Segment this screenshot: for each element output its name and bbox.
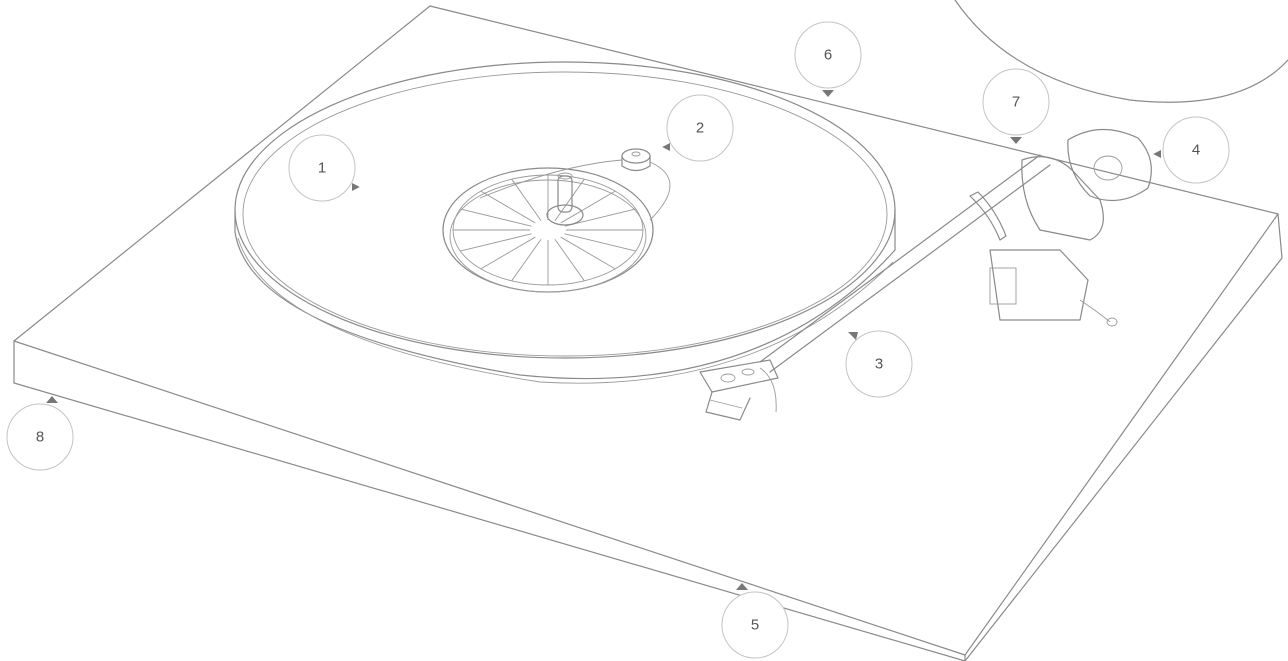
hub-spoke (480, 236, 536, 270)
callout-circle (666, 94, 734, 162)
headshell (699, 359, 779, 393)
platter-top (234, 61, 896, 359)
platter-rim (234, 209, 896, 380)
callout-pointer-icon (822, 90, 834, 97)
callout-pointer-icon (1010, 137, 1022, 144)
signal-cable (1079, 299, 1111, 323)
callout-pointer-icon (848, 332, 858, 340)
callout-number: 2 (696, 120, 704, 137)
spindle-base (546, 204, 584, 226)
platter-rim-bottom (237, 237, 894, 384)
callout-number: 1 (318, 160, 326, 177)
arm-rest (969, 191, 1007, 241)
callout-number: 7 (1012, 94, 1020, 111)
callout-marker-1[interactable]: 1 (288, 134, 360, 202)
callout-pointer-icon (46, 396, 58, 403)
sub-platter-spokes (453, 175, 643, 285)
tonearm (699, 128, 1152, 421)
callout-pointer-icon (736, 583, 748, 590)
hub-spoke (480, 190, 536, 224)
counterweight (1067, 128, 1152, 202)
hub-spoke (560, 190, 616, 224)
callout-number: 4 (1192, 142, 1200, 159)
callout-marker-2[interactable]: 2 (662, 94, 734, 162)
hub-spoke (554, 178, 585, 222)
callout-number: 6 (824, 47, 832, 64)
pivot-housing (1021, 156, 1104, 241)
callout-marker-3[interactable]: 3 (845, 330, 913, 398)
arm-base (989, 249, 1089, 321)
hub-spoke (560, 236, 616, 270)
callout-circle (845, 330, 913, 398)
hub-spoke (511, 178, 542, 222)
motor-pulley (479, 148, 671, 221)
hub-spoke (511, 238, 542, 282)
plinth (13, 5, 1283, 661)
hub-spoke (554, 238, 585, 282)
callout-marker-8[interactable]: 8 (6, 396, 74, 471)
callout-number: 5 (751, 617, 759, 634)
callout-pointer-icon (662, 143, 670, 151)
cartridge (705, 391, 751, 421)
hub-spoke (460, 233, 532, 252)
plinth-front-right-face (964, 213, 1283, 661)
platter-top-inner (242, 71, 888, 357)
callout-pointer-icon (1153, 150, 1161, 158)
tonearm-tube (759, 154, 1051, 373)
hub-spoke (564, 233, 636, 252)
callout-circle (794, 21, 862, 89)
plinth-front-left-face (13, 340, 966, 661)
dust-cover-outline (954, 0, 1288, 103)
drive-belt (479, 159, 671, 221)
callout-number: 3 (875, 356, 883, 373)
hub-spoke (460, 208, 532, 227)
callouts: 1 2 3 4 5 6 7 8 (6, 21, 1230, 659)
platter (234, 61, 896, 384)
callout-number: 8 (36, 429, 44, 446)
callout-circle (721, 591, 789, 659)
callout-circle (1162, 116, 1230, 184)
callout-marker-5[interactable]: 5 (721, 583, 789, 659)
callout-circle (288, 134, 356, 202)
callout-marker-6[interactable]: 6 (794, 21, 862, 97)
callout-marker-4[interactable]: 4 (1153, 116, 1230, 184)
callout-pointer-icon (352, 183, 360, 191)
sub-platter (442, 167, 654, 293)
callout-circle (982, 68, 1050, 136)
callout-marker-7[interactable]: 7 (982, 68, 1050, 144)
callout-circle (6, 403, 74, 471)
plinth-top-face (13, 5, 1279, 656)
spindle (557, 175, 573, 213)
